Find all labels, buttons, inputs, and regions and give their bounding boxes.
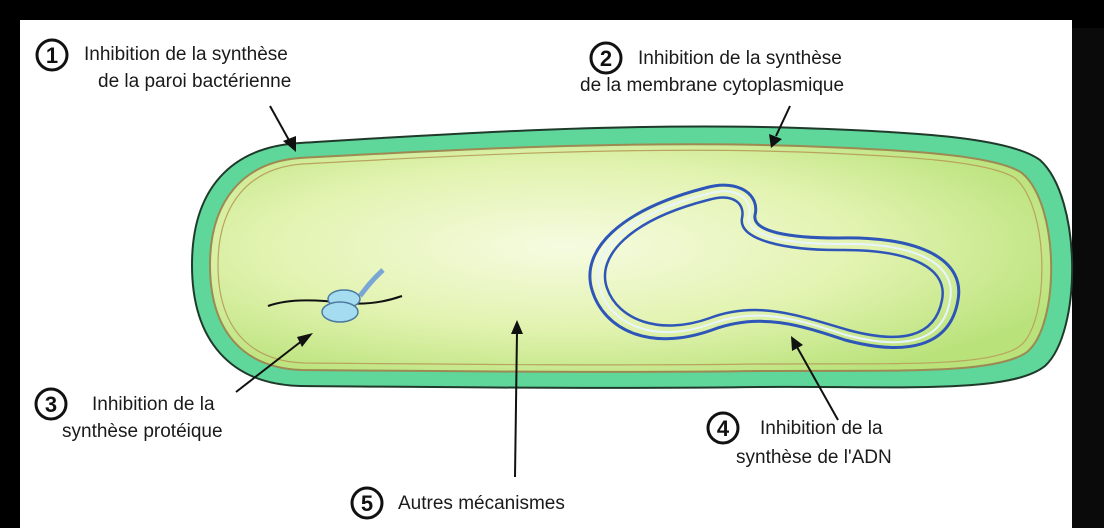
callout-3-line2: synthèse protéique (62, 421, 223, 442)
callout-1-line2: de la paroi bactérienne (98, 71, 291, 92)
callout-3-line1: Inhibition de la (92, 394, 215, 415)
callout-4-line2: synthèse de l'ADN (736, 447, 892, 468)
callout-2-number: 2 (600, 46, 612, 71)
callout-4: 4 Inhibition de la synthèse de l'ADN (708, 413, 892, 468)
callout-3: 3 Inhibition de la synthèse protéique (36, 389, 223, 442)
callout-1: 1 Inhibition de la synthèse de la paroi … (37, 40, 291, 92)
callout-2-line1: Inhibition de la synthèse (638, 48, 842, 69)
callout-1-line1: Inhibition de la synthèse (84, 44, 288, 65)
callout-5: 5 Autres mécanismes (352, 488, 565, 518)
callout-5-number: 5 (361, 491, 373, 516)
callout-4-number: 4 (717, 416, 730, 441)
callout-5-line1: Autres mécanismes (398, 493, 565, 514)
callout-1-number: 1 (46, 43, 58, 68)
callout-3-number: 3 (45, 392, 57, 417)
callout-4-line1: Inhibition de la (760, 418, 883, 439)
callout-2-line2: de la membrane cytoplasmique (580, 75, 844, 96)
callout-2: 2 Inhibition de la synthèse de la membra… (580, 43, 844, 96)
